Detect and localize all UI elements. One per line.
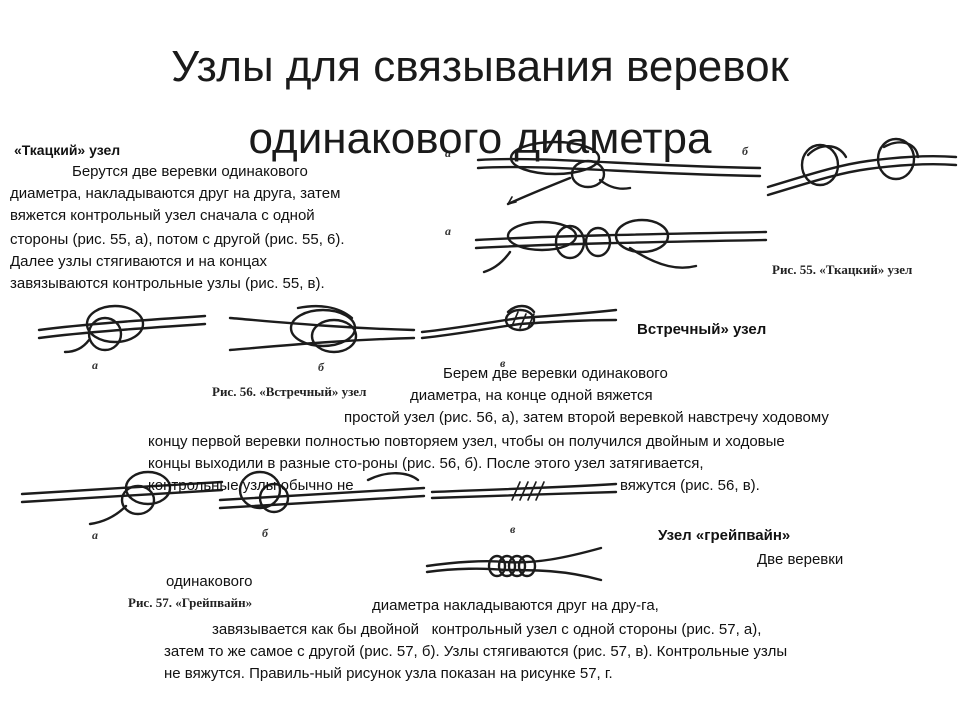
weaver-knot-line-2: диаметра, накладываются друг на друга, з… (10, 185, 341, 202)
fig-55a-weaver-knot-step-a (476, 140, 762, 206)
grapevine-knot-line-2: одинакового (166, 573, 253, 590)
meeting-knot-line-1: Берем две веревки одинакового (443, 365, 668, 382)
fig-57-caption: Рис. 57. «Грейпвайн» (128, 595, 253, 610)
fig-55b-label: б (742, 144, 748, 158)
fig-55c-label: а (445, 224, 451, 238)
fig-55-caption: Рис. 55. «Ткацкий» узел (772, 262, 913, 277)
weaver-knot-line-5: Далее узлы стягиваются и на концах (10, 253, 268, 270)
fig-55a-label: а (445, 146, 451, 160)
page-title-line-2: одинакового диаметра (248, 114, 712, 163)
meeting-knot-line-2: диаметра, на конце одной вяжется (410, 387, 653, 404)
meeting-knot-heading: Встречный» узел (637, 321, 767, 338)
weaver-knot-line-6: завязываются контрольные узлы (рис. 55, … (10, 275, 325, 292)
fig-56b-meeting-knot-step-b (228, 304, 416, 354)
fig-57c-label: в (510, 522, 516, 536)
meeting-knot-line-3: простой узел (рис. 56, а), затем второй … (344, 409, 829, 426)
fig-56-caption: Рис. 56. «Встречный» узел (212, 384, 367, 399)
fig-56b-label: б (318, 360, 324, 374)
fig-56c-label: в (500, 356, 506, 370)
weaver-knot-heading: «Ткацкий» узел (14, 142, 121, 158)
page-title-line-1: Узлы для связывания веревок (171, 42, 789, 91)
weaver-knot-line-3: вяжется контрольный узел сначала с одной (10, 207, 315, 224)
weaver-knot-line-1: Берутся две веревки одинакового (72, 163, 308, 180)
fig-57b-grapevine-step-b (218, 470, 426, 514)
weaver-knot-line-4: стороны (рис. 55, а), потом с другой (ри… (10, 231, 345, 248)
grapevine-knot-heading: Узел «грейпвайн» (658, 527, 791, 544)
fig-57d-grapevine-correct (425, 546, 603, 582)
fig-55b-weaver-knot-step-b (766, 137, 958, 197)
fig-56a-label: а (92, 358, 98, 372)
fig-57a-grapevine-step-a (20, 470, 224, 526)
fig-57b-label: б (262, 526, 268, 540)
fig-56a-meeting-knot-step-a (37, 304, 207, 354)
fig-56c-meeting-knot-step-c (420, 304, 618, 340)
fig-57c-grapevine-step-c (430, 481, 618, 501)
grapevine-knot-line-1: Две веревки (757, 551, 844, 568)
fig-57a-label: а (92, 528, 98, 542)
meeting-knot-line-7: вяжутся (рис. 56, в). (620, 477, 760, 494)
fig-55c-weaver-knot-step-c (474, 218, 768, 274)
grapevine-knot-line-5: затем то же самое с другой (рис. 57, б).… (164, 643, 788, 660)
meeting-knot-line-5: концы выходили в разные сто-роны (рис. 5… (148, 455, 704, 472)
meeting-knot-line-4: концу первой веревки полностью повторяем… (148, 433, 785, 450)
grapevine-knot-line-3: диаметра накладываются друг на дру-га, (372, 597, 659, 614)
grapevine-knot-line-6: не вяжутся. Правиль-ный рисунок узла пок… (164, 665, 613, 682)
meeting-knot-line-6: контрольные узлы обычно не (148, 477, 354, 494)
grapevine-knot-line-4: завязывается как бы двойной контрольный … (212, 621, 762, 638)
